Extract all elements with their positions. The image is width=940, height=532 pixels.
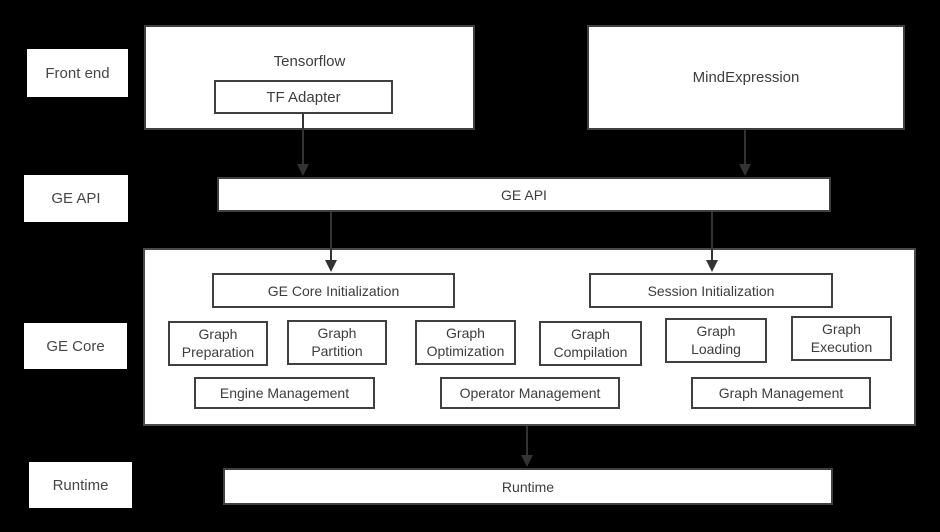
ge-core-initialization-label: GE Core Initialization — [267, 282, 400, 299]
ge-core-initialization-box: GE Core Initialization — [212, 273, 455, 308]
module-label-graph-partition: Graph Partition — [311, 325, 363, 359]
tf-adapter-box: TF Adapter — [214, 80, 393, 114]
mindexpression-box: MindExpression — [587, 25, 905, 130]
module-box-graph-partition: Graph Partition — [287, 320, 387, 365]
operator-management-box: Operator Management — [440, 377, 620, 409]
tf-adapter-label: TF Adapter — [266, 88, 341, 106]
session-initialization-box: Session Initialization — [589, 273, 833, 308]
row-label-ge-core: GE Core — [24, 323, 127, 369]
module-label-graph-execution: Graph Execution — [810, 321, 873, 355]
module-label-graph-preparation: Graph Preparation — [181, 326, 255, 360]
module-label-graph-optimization: Graph Optimization — [426, 325, 505, 359]
module-label-graph-compilation: Graph Compilation — [553, 326, 628, 360]
arrow-shaft — [526, 426, 528, 455]
row-label-ge-api: GE API — [24, 175, 128, 222]
engine-management-label: Engine Management — [219, 385, 350, 401]
row-label-front-end: Front end — [27, 49, 128, 97]
session-initialization-label: Session Initialization — [647, 282, 775, 299]
graph-management-label: Graph Management — [718, 385, 844, 401]
arrow-ge-core-to-runtime — [521, 426, 533, 467]
tensorflow-label: Tensorflow — [273, 53, 346, 70]
row-label-front-end-text: Front end — [45, 64, 110, 82]
arrow-shaft — [711, 212, 713, 260]
module-box-graph-loading: Graph Loading — [665, 318, 767, 363]
arrow-shaft — [330, 212, 332, 260]
module-box-graph-execution: Graph Execution — [791, 316, 892, 361]
arrow-head-icon — [325, 260, 337, 272]
graph-management-box: Graph Management — [691, 377, 871, 409]
runtime-bar-label: Runtime — [501, 478, 555, 495]
arrow-ge-api-to-ge-core-initialization — [325, 212, 337, 272]
arrow-mindexpression-to-ge-api — [739, 130, 751, 176]
ge-api-bar-label: GE API — [501, 186, 547, 203]
ge-api-bar: GE API — [217, 177, 831, 212]
arrow-tf-adapter-to-ge-api — [297, 114, 309, 176]
row-label-runtime: Runtime — [29, 462, 132, 508]
arrow-head-icon — [521, 455, 533, 467]
arrow-shaft — [744, 130, 746, 164]
row-label-ge-api-text: GE API — [51, 190, 101, 207]
arrow-head-icon — [297, 164, 309, 176]
arrow-ge-api-to-session-initialization — [706, 212, 718, 272]
module-box-graph-optimization: Graph Optimization — [415, 320, 516, 365]
module-box-graph-compilation: Graph Compilation — [539, 321, 642, 366]
arrow-head-icon — [739, 164, 751, 176]
row-label-runtime-text: Runtime — [52, 476, 109, 494]
module-box-graph-preparation: Graph Preparation — [168, 321, 268, 366]
module-label-graph-loading: Graph Loading — [691, 323, 741, 357]
engine-management-box: Engine Management — [194, 377, 375, 409]
arrow-shaft — [302, 114, 304, 164]
row-label-ge-core-text: GE Core — [46, 337, 105, 355]
operator-management-label: Operator Management — [459, 385, 601, 401]
tensorflow-box: Tensorflow — [144, 25, 475, 130]
runtime-bar: Runtime — [223, 468, 833, 505]
mindexpression-label: MindExpression — [692, 69, 800, 86]
arrow-head-icon — [706, 260, 718, 272]
